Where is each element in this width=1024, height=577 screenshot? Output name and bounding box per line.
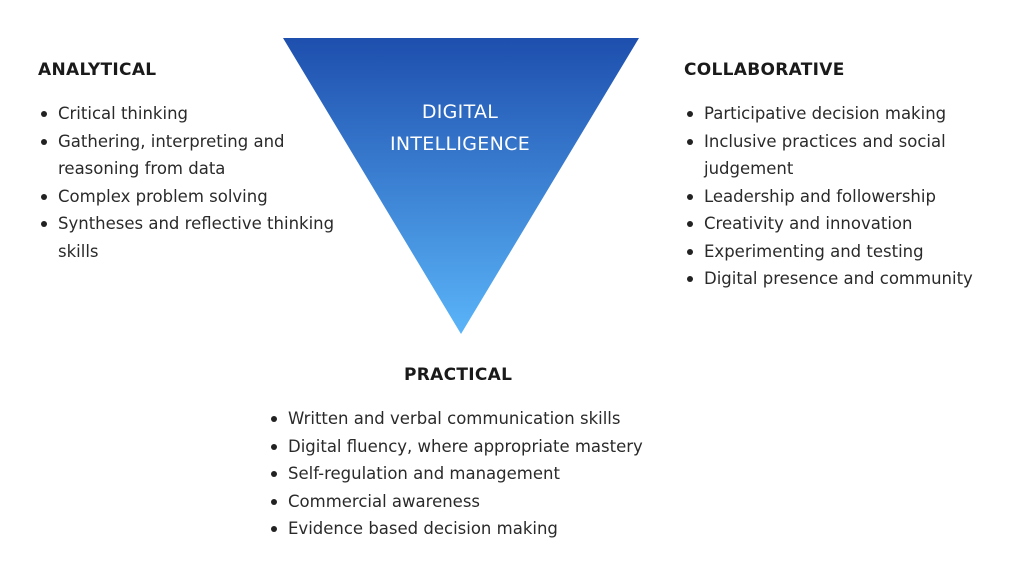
analytical-heading: ANALYTICAL — [38, 60, 157, 80]
list-item: Creativity and innovation — [684, 210, 1014, 238]
collaborative-section: COLLABORATIVE Participative decision mak… — [684, 60, 1014, 293]
center-label: DIGITAL INTELLIGENCE — [360, 96, 560, 160]
triangle-shape — [283, 38, 639, 334]
list-item: Leadership and followership — [684, 183, 1014, 211]
list-item: Written and verbal communication skills — [268, 405, 688, 433]
practical-section: PRACTICAL Written and verbal communicati… — [268, 365, 688, 543]
digital-intelligence-triangle — [283, 38, 639, 334]
list-item: Experimenting and testing — [684, 238, 1014, 266]
analytical-list: Critical thinking Gathering, interpretin… — [38, 100, 368, 265]
analytical-section: ANALYTICAL Critical thinking Gathering, … — [38, 60, 368, 265]
collaborative-list: Participative decision making Inclusive … — [684, 100, 1014, 293]
list-item: Inclusive practices and social judgement — [684, 128, 1014, 183]
center-label-line-1: DIGITAL — [421, 101, 499, 123]
list-item: Syntheses and reflective thinking skills — [38, 210, 368, 265]
list-item: Participative decision making — [684, 100, 1014, 128]
list-item: Self-regulation and management — [268, 460, 688, 488]
collaborative-heading: COLLABORATIVE — [684, 60, 845, 80]
list-item: Digital fluency, where appropriate maste… — [268, 433, 688, 461]
list-item: Commercial awareness — [268, 488, 688, 516]
list-item: Complex problem solving — [38, 183, 368, 211]
list-item: Gathering, interpreting and reasoning fr… — [38, 128, 368, 183]
practical-heading: PRACTICAL — [404, 365, 513, 385]
list-item: Critical thinking — [38, 100, 368, 128]
center-label-line-2: INTELLIGENCE — [389, 133, 530, 155]
list-item: Evidence based decision making — [268, 515, 688, 543]
practical-list: Written and verbal communication skills … — [268, 405, 688, 543]
list-item: Digital presence and community — [684, 265, 1014, 293]
